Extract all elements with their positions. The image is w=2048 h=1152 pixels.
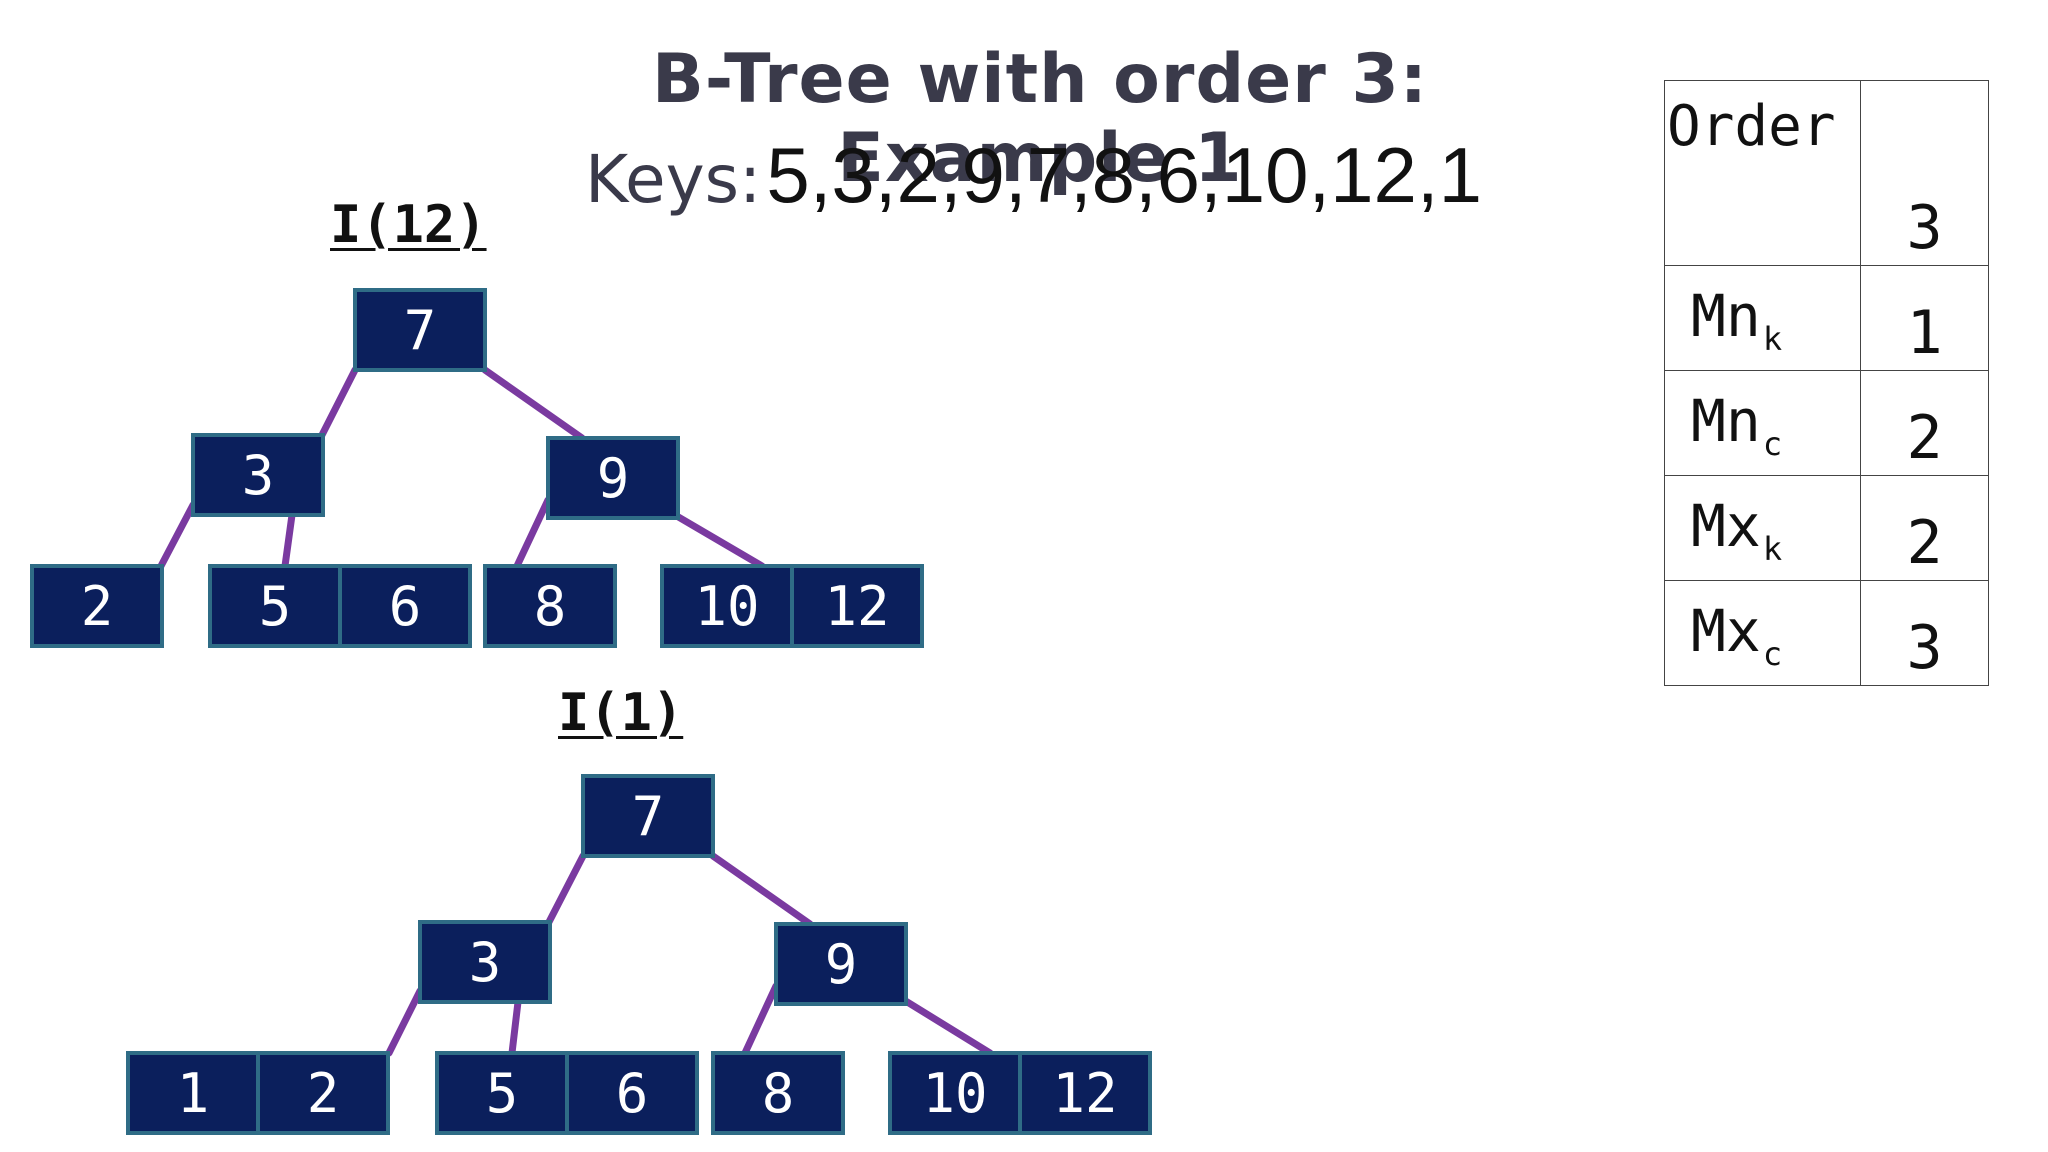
leaf-node: 8 (483, 564, 617, 648)
key-cell (774, 922, 908, 1006)
internal-node: 3 (191, 433, 325, 517)
key-cell (256, 1051, 390, 1135)
leaf-node: 8 (711, 1051, 845, 1135)
step-label-insert-12: I(12) (330, 195, 487, 255)
key-cell (546, 436, 680, 520)
internal-node: 9 (774, 922, 908, 1006)
leaf-node: 10 12 (660, 564, 924, 648)
tree-edge (741, 982, 780, 1057)
internal-node: 3 (418, 920, 552, 1004)
key-label: 6 (616, 1062, 649, 1125)
keys-values: 5,3,2,9,7,8,6,10,12,1 (766, 131, 1482, 219)
key-cell (338, 564, 472, 648)
root-node: 7 (353, 288, 487, 372)
key-cell (565, 1051, 699, 1135)
table-row-order: Order 3 (1664, 80, 1989, 266)
key-label: 7 (404, 299, 437, 362)
key-cell (126, 1051, 260, 1135)
min-keys-label: Mnk (1664, 265, 1861, 371)
key-cell (435, 1051, 569, 1135)
key-cell (418, 920, 552, 1004)
leaf-node: 2 (30, 564, 164, 648)
key-cell (483, 564, 617, 648)
order-label: Order (1664, 80, 1861, 266)
key-label: 10 (694, 575, 759, 638)
tree-edge (671, 511, 766, 570)
key-label: 9 (597, 447, 630, 510)
key-label: 5 (259, 575, 292, 638)
key-label: 9 (825, 933, 858, 996)
table-row-min-keys: Mnk 1 (1664, 265, 1989, 371)
order-value: 3 (1860, 80, 1989, 266)
key-label: 3 (242, 444, 275, 507)
key-label: 1 (177, 1062, 210, 1125)
key-label: 2 (81, 575, 114, 638)
key-label: 12 (1052, 1062, 1117, 1125)
key-label: 10 (922, 1062, 987, 1125)
keys-line: Keys: 5,3,2,9,7,8,6,10,12,1 (585, 130, 1482, 221)
step-label-insert-1: I(1) (558, 683, 684, 743)
key-label: 5 (486, 1062, 519, 1125)
keys-label: Keys: (585, 141, 762, 218)
tree-edge (508, 998, 522, 1057)
min-children-value: 2 (1860, 370, 1989, 476)
tree-edge (709, 852, 814, 928)
key-label: 2 (307, 1062, 340, 1125)
key-label: 8 (534, 575, 567, 638)
key-cell (1018, 1051, 1152, 1135)
key-label: 12 (824, 575, 889, 638)
min-children-label: Mnc (1664, 370, 1861, 476)
tree-edge (385, 987, 424, 1057)
key-cell (208, 564, 342, 648)
max-keys-value: 2 (1860, 475, 1989, 581)
tree-edge (900, 996, 994, 1057)
key-label: 7 (632, 785, 665, 848)
tree-edge (157, 501, 197, 570)
root-node: 7 (581, 774, 715, 858)
key-label: 8 (762, 1062, 795, 1125)
tree-edge (481, 366, 586, 442)
key-cell (581, 774, 715, 858)
btree-parameters-table: Order 3 Mnk 1 Mnc 2 Mxk 2 Mxc 3 (1664, 80, 1989, 686)
table-row-max-children: Mxc 3 (1664, 580, 1989, 686)
max-keys-label: Mxk (1664, 475, 1861, 581)
tree-edge (513, 496, 552, 570)
tree-edge (545, 852, 587, 926)
internal-node: 9 (546, 436, 680, 520)
key-cell (353, 288, 487, 372)
min-keys-value: 1 (1860, 265, 1989, 371)
tree-edge (318, 366, 359, 439)
key-cell (191, 433, 325, 517)
key-cell (711, 1051, 845, 1135)
max-children-value: 3 (1860, 580, 1989, 686)
key-cell (30, 564, 164, 648)
max-children-label: Mxc (1664, 580, 1861, 686)
table-row-max-keys: Mxk 2 (1664, 475, 1989, 581)
leaf-node: 10 12 (888, 1051, 1152, 1135)
key-cell (790, 564, 924, 648)
table-row-min-children: Mnc 2 (1664, 370, 1989, 476)
page-title: B-Tree with order 3: Example 1 (652, 40, 1428, 198)
tree-edge (281, 511, 296, 570)
key-cell (660, 564, 794, 648)
key-label: 3 (469, 931, 502, 994)
key-label: 6 (389, 575, 422, 638)
